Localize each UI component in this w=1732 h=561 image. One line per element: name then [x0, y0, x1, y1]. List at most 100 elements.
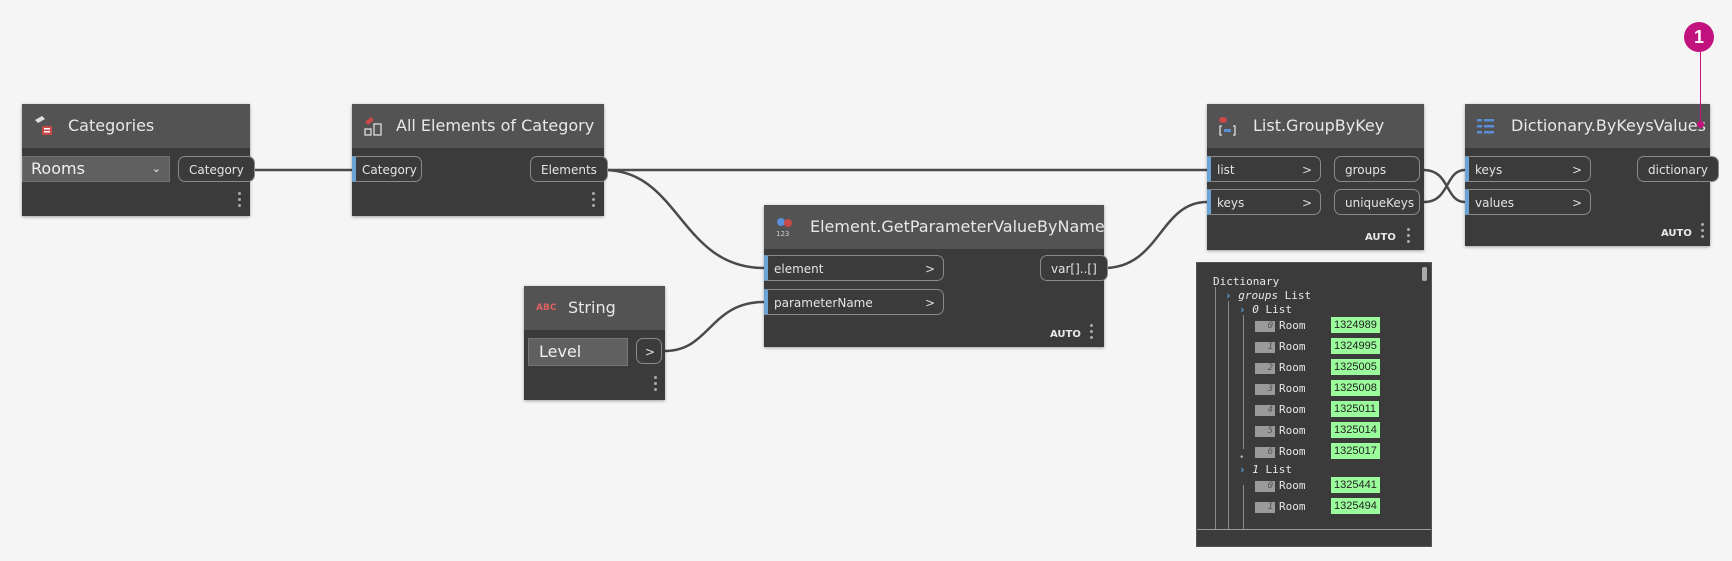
output-port-elements[interactable]: Elements	[530, 156, 608, 182]
node-title: All Elements of Category	[396, 116, 595, 135]
preview-item-index: 4	[1255, 404, 1275, 416]
list-icon	[1219, 117, 1236, 136]
output-port-string[interactable]: >	[636, 338, 662, 364]
string-input[interactable]: Level	[528, 338, 628, 366]
node-menu-icon[interactable]	[1403, 228, 1413, 246]
preview-item-value: 1324989	[1331, 317, 1380, 333]
lacing-label: AUTO	[1050, 329, 1081, 340]
port-label: Category	[362, 163, 417, 177]
preview-item-type: Room	[1279, 403, 1306, 416]
group-by-key-node[interactable]: List.GroupByKey list> keys> groups uniqu…	[1207, 104, 1424, 250]
node-header[interactable]: Dictionary.ByKeysValues	[1465, 104, 1710, 148]
input-port-keys[interactable]: keys>	[1207, 189, 1321, 215]
preview-item-row: 2 Room	[1255, 361, 1306, 374]
preview-item-row: 1 Room	[1255, 340, 1306, 353]
preview-item-type: Room	[1279, 319, 1306, 332]
preview-item-type: Room	[1279, 479, 1306, 492]
preview-group-1[interactable]: › 1 List	[1239, 463, 1292, 476]
node-menu-icon[interactable]	[234, 192, 244, 210]
category-dropdown[interactable]: Rooms ⌄	[22, 156, 170, 182]
dictionary-node[interactable]: Dictionary.ByKeysValues keys> values> di…	[1465, 104, 1719, 246]
preview-item-index: 0	[1255, 320, 1275, 332]
node-title: Dictionary.ByKeysValues	[1511, 116, 1706, 135]
preview-item-value: 1325005	[1331, 359, 1380, 375]
chevron-right-icon: >	[924, 262, 935, 276]
wire-groups-values	[1423, 168, 1466, 204]
node-menu-icon[interactable]	[1697, 223, 1707, 241]
preview-type: List	[1265, 463, 1293, 476]
output-port-groups[interactable]: groups	[1334, 156, 1420, 182]
node-menu-icon[interactable]	[1086, 324, 1096, 342]
collapse-marker: •	[1239, 453, 1245, 463]
preview-item-type: Room	[1279, 361, 1306, 374]
string-node[interactable]: ABC String Level >	[524, 286, 665, 400]
input-port-category[interactable]: Category	[352, 156, 422, 182]
svg-text:123: 123	[776, 230, 789, 238]
dictionary-icon	[1477, 119, 1494, 134]
node-menu-icon[interactable]	[588, 192, 598, 210]
preview-item-index: 2	[1255, 362, 1275, 374]
preview-item-value: 1325017	[1331, 443, 1380, 459]
preview-item-index: 1	[1255, 341, 1275, 353]
preview-item-index: 3	[1255, 383, 1275, 395]
preview-item-row: 5 Room	[1255, 424, 1306, 437]
tree-guide	[1243, 485, 1244, 533]
input-port-list[interactable]: list>	[1207, 156, 1321, 182]
get-parameter-node[interactable]: 123 Element.GetParameterValueByName elem…	[764, 205, 1108, 347]
preview-scrollbar[interactable]	[1422, 267, 1427, 281]
callout-dot	[1697, 121, 1704, 128]
node-header[interactable]: 123 Element.GetParameterValueByName	[764, 205, 1105, 249]
preview-item-value: 1325494	[1331, 498, 1380, 514]
all-elements-node[interactable]: All Elements of Category Category Elemen…	[352, 104, 608, 216]
port-label: list	[1217, 163, 1235, 177]
tree-guide	[1215, 287, 1216, 533]
preview-item-index: 5	[1255, 425, 1275, 437]
preview-item-index: 6	[1255, 446, 1275, 458]
chevron-down-icon: ⌄	[151, 162, 161, 175]
input-port-element[interactable]: element>	[764, 255, 944, 281]
preview-item-index: 1	[1255, 501, 1275, 513]
node-header[interactable]: All Elements of Category	[352, 104, 604, 148]
port-label: parameterName	[774, 296, 873, 310]
preview-group-0[interactable]: › 0 List	[1239, 303, 1292, 316]
preview-item-index: 0	[1255, 480, 1275, 492]
preview-root: Dictionary	[1213, 275, 1280, 288]
output-port-category[interactable]: Category	[178, 156, 255, 182]
output-port-uniquekeys[interactable]: uniqueKeys	[1334, 189, 1420, 215]
preview-item-row: 0 Room	[1255, 479, 1306, 492]
tree-guide	[1228, 301, 1229, 533]
expand-chevron-icon[interactable]: ›	[1239, 463, 1246, 476]
wire-uniquekeys-keys	[1423, 168, 1466, 204]
node-title: String	[568, 298, 616, 317]
input-port-keys[interactable]: keys>	[1465, 156, 1591, 182]
lacing-label: AUTO	[1365, 232, 1396, 243]
string-icon: ABC	[536, 303, 557, 313]
categories-node[interactable]: Categories Rooms ⌄ Category	[22, 104, 255, 216]
node-menu-icon[interactable]	[650, 376, 660, 394]
output-port-dictionary[interactable]: dictionary	[1637, 156, 1719, 182]
output-port-var[interactable]: var[]..[]	[1040, 255, 1108, 281]
preview-footer	[1197, 530, 1431, 546]
node-header[interactable]: ABC String	[524, 286, 665, 330]
preview-item-row: 0 Room	[1255, 319, 1306, 332]
node-header[interactable]: Categories	[22, 104, 250, 148]
preview-item-type: Room	[1279, 340, 1306, 353]
port-label: values	[1475, 196, 1515, 210]
preview-item-value: 1325008	[1331, 380, 1380, 396]
preview-item-type: Room	[1279, 424, 1306, 437]
preview-key: groups	[1238, 289, 1278, 302]
preview-groups-row[interactable]: › groups List	[1225, 289, 1311, 302]
node-title: List.GroupByKey	[1253, 116, 1385, 135]
elements-icon	[364, 117, 382, 136]
input-port-parametername[interactable]: parameterName>	[764, 289, 944, 315]
preview-index: 1	[1252, 463, 1259, 476]
input-port-values[interactable]: values>	[1465, 189, 1591, 215]
expand-chevron-icon[interactable]: ›	[1225, 289, 1232, 302]
expand-chevron-icon[interactable]: ›	[1239, 303, 1246, 316]
node-header[interactable]: List.GroupByKey	[1207, 104, 1424, 148]
tree-guide	[1243, 315, 1244, 449]
